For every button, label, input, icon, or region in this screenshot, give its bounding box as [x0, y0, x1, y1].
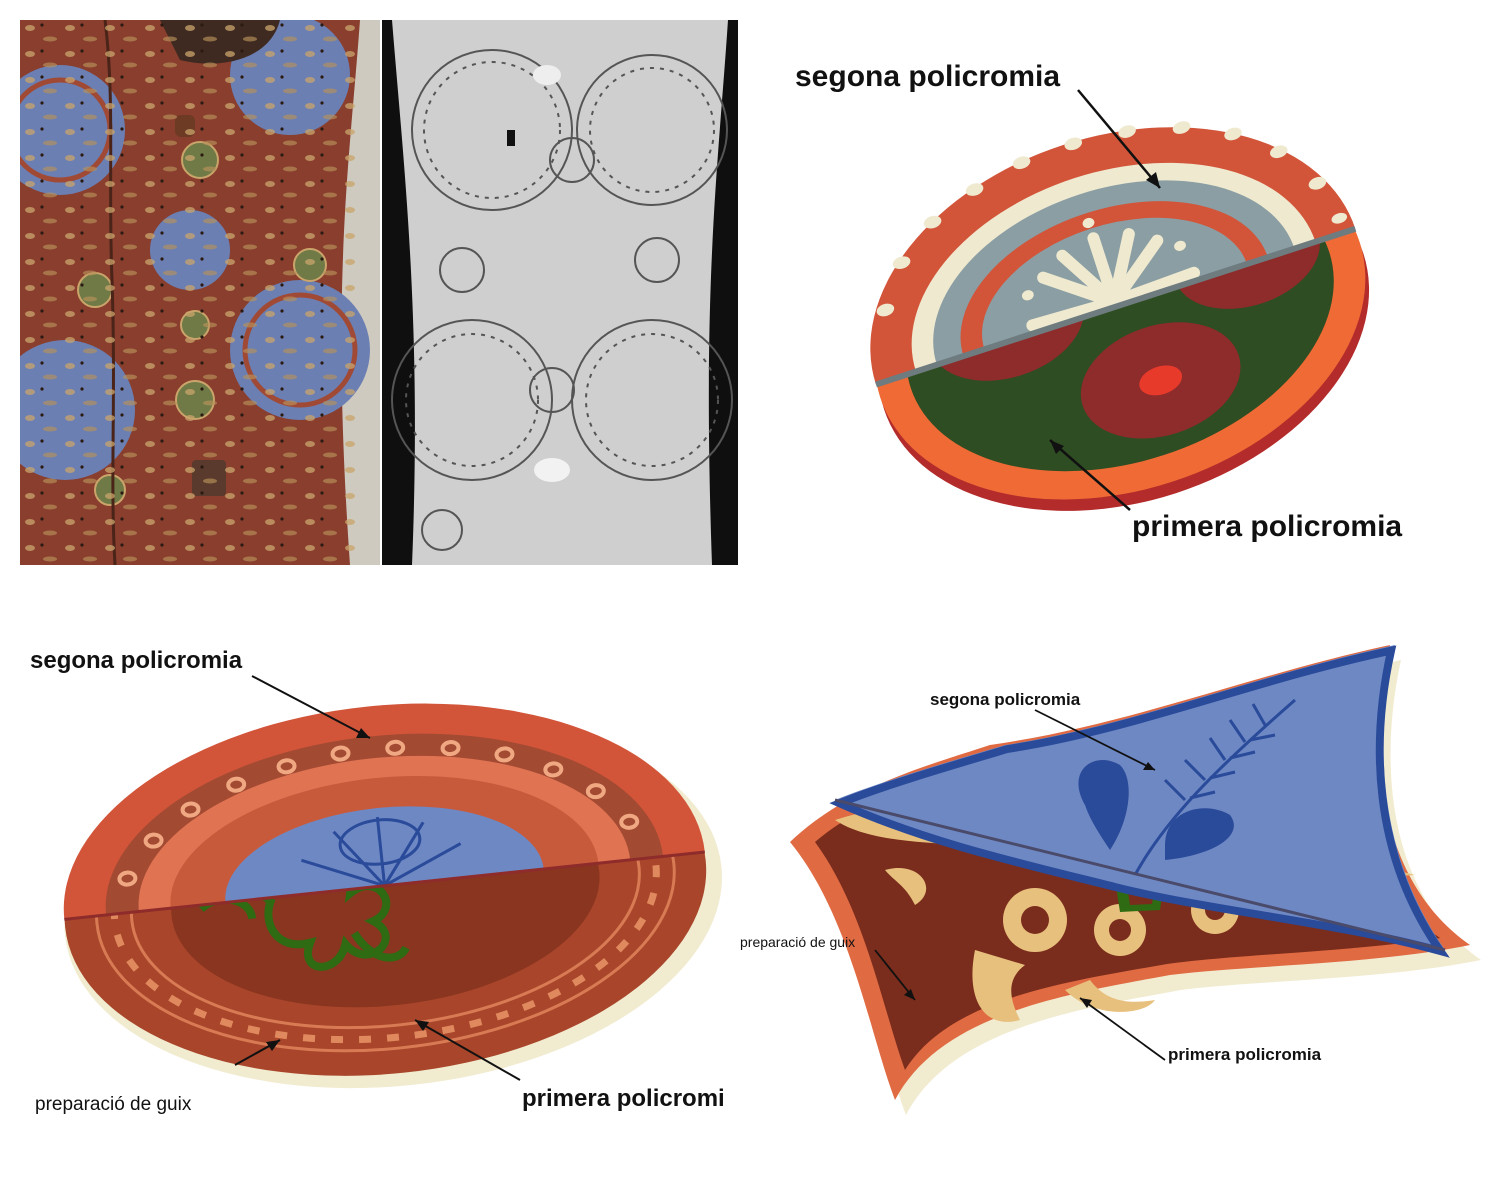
br-first-polychromy-label: primera policromia	[1168, 1045, 1322, 1064]
bottom-right-layer-diagram: segona policromia primera policromia pre…	[735, 620, 1485, 1140]
top-first-polychromy-label: primera policromia	[1132, 510, 1402, 543]
top-layer-diagram: segona policromia primera policromia	[760, 20, 1480, 580]
large-medallion-diagram: segona policromia primera policromi prep…	[30, 647, 725, 1115]
round-medallion-diagram: segona policromia primera policromia	[795, 60, 1402, 543]
sculpture-photo	[0, 15, 380, 566]
quatrefoil-diagram: segona policromia primera policromia pre…	[740, 645, 1481, 1115]
second-polychromy-layer	[870, 121, 1357, 388]
xray-radiograph	[382, 20, 738, 565]
sculpture-photo-image	[0, 15, 380, 566]
bottom-left-layer-diagram: segona policromia primera policromi prep…	[20, 620, 745, 1140]
br-gesso-label: preparació de guix	[740, 934, 855, 950]
second-polychromy-layer	[63, 703, 705, 921]
br-second-polychromy-label: segona policromia	[930, 690, 1081, 709]
second-polychromy-layer	[829, 645, 1450, 958]
xray-image	[382, 20, 738, 565]
bl-first-polychromy-label: primera policromi	[522, 1085, 725, 1112]
top-second-polychromy-label: segona policromia	[795, 60, 1060, 93]
bl-gesso-label: preparació de guix	[35, 1094, 192, 1115]
bl-second-polychromy-label: segona policromia	[30, 647, 243, 674]
